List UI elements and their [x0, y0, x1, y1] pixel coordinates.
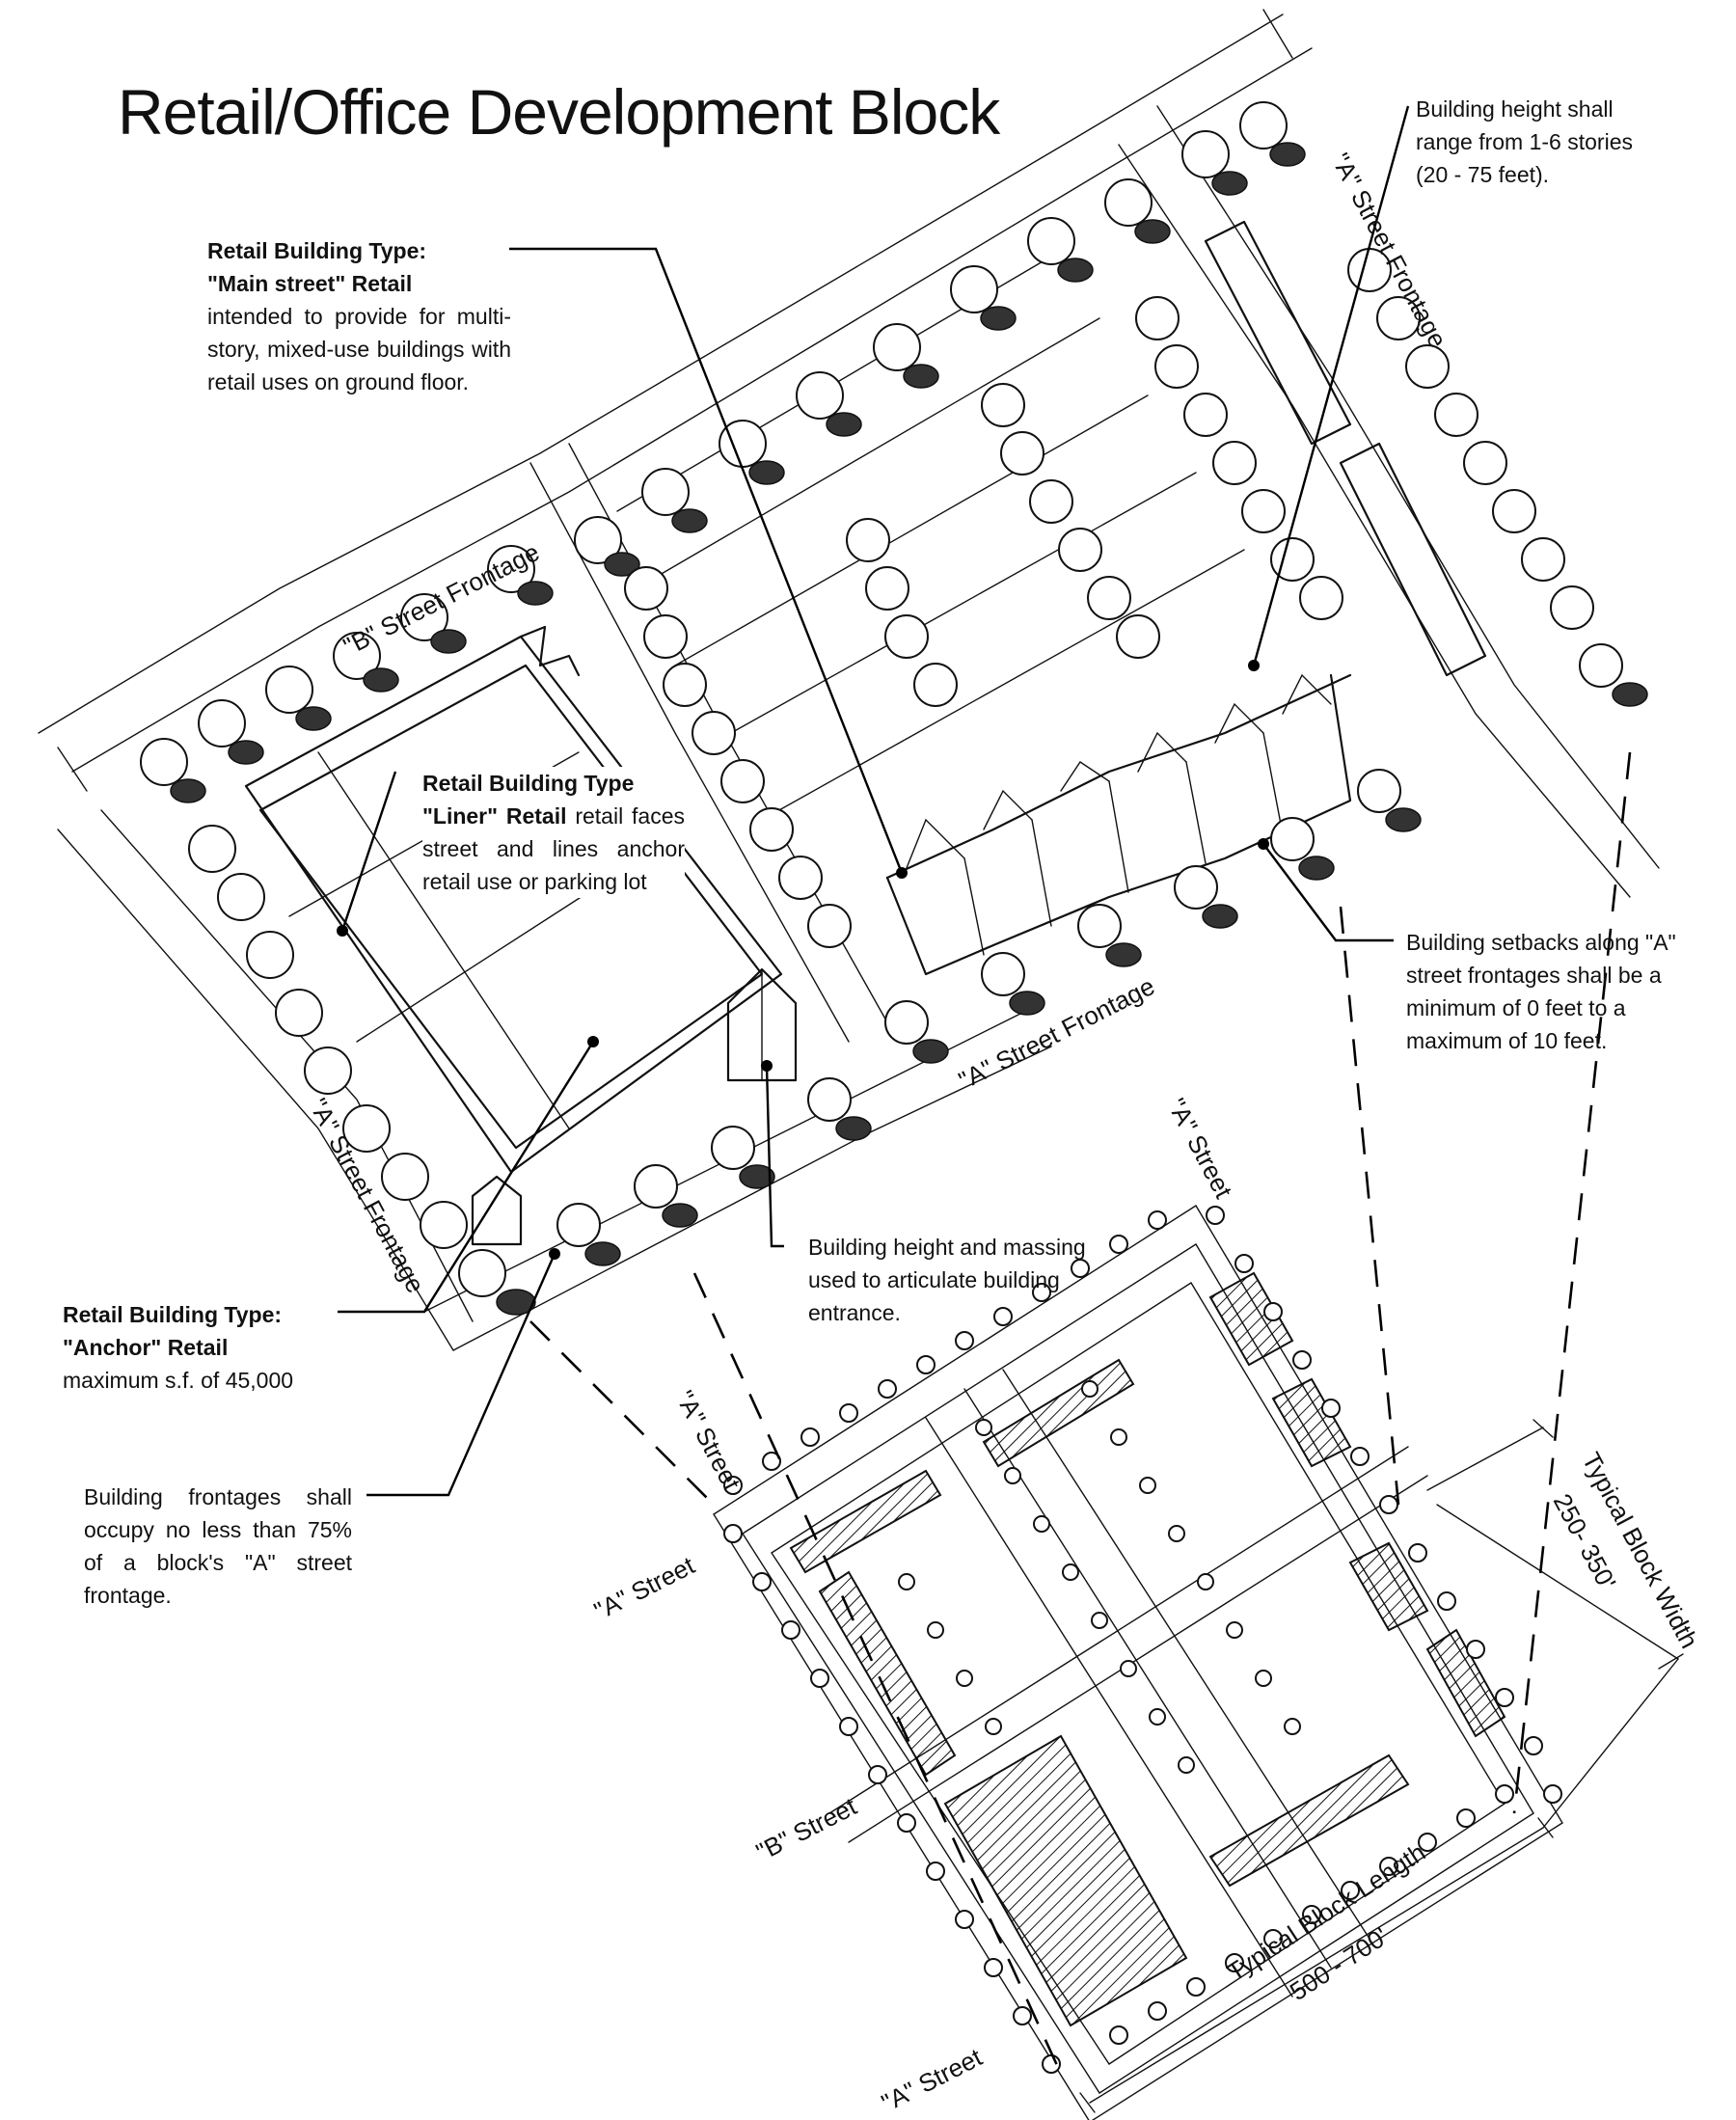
plan-dimension-lines [1079, 1419, 1684, 2113]
note-entrance-text: Building height and massing used to arti… [808, 1235, 1086, 1325]
annotation-leaders [337, 105, 1410, 1497]
label-plan-a-left-upper: "A" Street [670, 1386, 747, 1496]
street-trees [140, 101, 1648, 1316]
note-main-street-text: intended to provide for multi-story, mix… [207, 304, 511, 394]
projection-lines [529, 751, 1632, 2075]
label-plan-a-bottom: "A" Street [877, 2042, 987, 2117]
note-main-street-retail: Retail Building Type: "Main street" Reta… [207, 234, 511, 398]
plan-hatched-buildings [789, 1271, 1506, 2027]
note-main-street-subheading: "Main street" Retail [207, 271, 413, 296]
label-plan-b-left: "B" Street [751, 1791, 861, 1866]
plan-trees [723, 1206, 1562, 2074]
axonometric-sketch [38, 9, 1660, 1351]
note-anchor-retail: Retail Building Type: "Anchor" Retail ma… [63, 1298, 352, 1397]
note-height-range: Building height shall range from 1-6 sto… [1416, 93, 1667, 191]
note-anchor-heading: Retail Building Type: [63, 1302, 283, 1327]
note-liner-heading: Retail Building Type [422, 771, 635, 796]
label-plan-a-left: "A" Street [589, 1550, 699, 1625]
label-plan-a-top: "A" Street [1162, 1094, 1239, 1204]
note-anchor-text: maximum s.f. of 45,000 [63, 1368, 294, 1393]
note-height-range-text: Building height shall range from 1-6 sto… [1416, 96, 1633, 187]
note-frontages: Building frontages shall occupy no less … [84, 1481, 352, 1612]
note-main-street-heading: Retail Building Type: [207, 238, 427, 263]
page-title: Retail/Office Development Block [118, 76, 1000, 148]
note-liner-retail: Retail Building Type "Liner" Retail reta… [422, 767, 685, 898]
anchor-retail-building [244, 625, 798, 1246]
note-setbacks-text: Building setbacks along "A" street front… [1406, 930, 1676, 1053]
note-setbacks: Building setbacks along "A" street front… [1406, 926, 1695, 1057]
main-street-buildings [885, 673, 1352, 976]
note-entrance: Building height and massing used to arti… [808, 1231, 1126, 1329]
label-a-frontage-bottom: "A" Street Frontage [954, 971, 1159, 1095]
note-anchor-subheading: "Anchor" Retail [63, 1335, 229, 1360]
note-liner-subheading: "Liner" Retail [422, 803, 567, 829]
note-liner-text: retail faces street and lines anchor ret… [422, 803, 685, 894]
plan-view [529, 751, 1684, 2120]
note-frontages-text: Building frontages shall occupy no less … [84, 1484, 352, 1608]
